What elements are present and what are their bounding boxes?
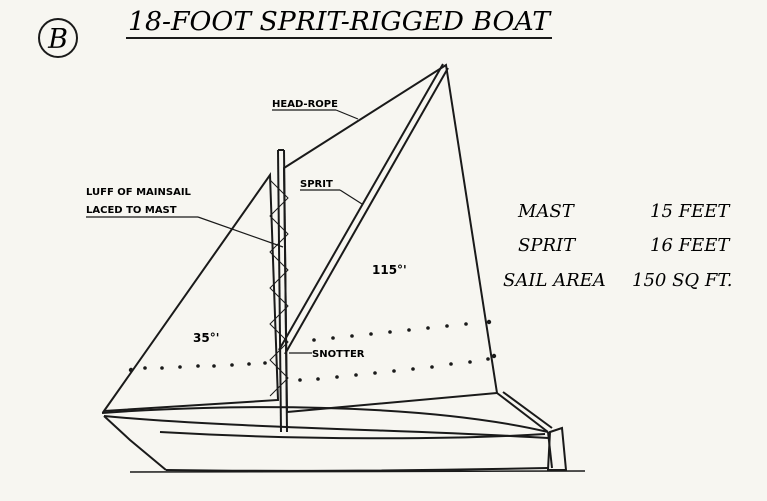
sprit-spar xyxy=(278,63,449,355)
label-jib-area: 35°' xyxy=(193,331,219,345)
spec-table: MAST 15 FEET SPRIT 16 FEET SAIL AREA 150… xyxy=(503,201,732,291)
label-sprit: SPRIT xyxy=(300,179,333,190)
figure-letter: B xyxy=(47,24,68,55)
spec-value-sail-area: 150 SQ FT. xyxy=(632,270,732,291)
waterline xyxy=(129,470,586,473)
spec-value-sprit: 16 FEET xyxy=(650,235,731,256)
reef-points xyxy=(128,319,497,382)
figure-letter-badge: B xyxy=(38,18,78,58)
spec-value-mast: 15 FEET xyxy=(650,201,731,222)
sprit-leader xyxy=(339,189,363,205)
luff-leader xyxy=(197,216,284,248)
spec-name-mast: MAST xyxy=(517,201,576,222)
mast-lacing xyxy=(269,179,289,397)
head-rope-leader xyxy=(335,109,359,120)
spec-name-sail-area: SAIL AREA xyxy=(503,270,606,291)
hull xyxy=(101,391,553,472)
diagram-title: 18-FOOT SPRIT-RIGGED BOAT xyxy=(128,7,552,37)
label-luff-line2: LACED TO MAST xyxy=(86,205,177,216)
spec-name-sprit: SPRIT xyxy=(518,235,577,256)
label-main-area: 115°' xyxy=(372,263,407,277)
label-luff-line1: LUFF OF MAINSAIL xyxy=(86,187,192,198)
jib-sail xyxy=(101,171,280,413)
label-head-rope: HEAD-ROPE xyxy=(272,99,338,110)
label-snotter: SNOTTER xyxy=(312,349,365,360)
rudder xyxy=(546,426,568,471)
